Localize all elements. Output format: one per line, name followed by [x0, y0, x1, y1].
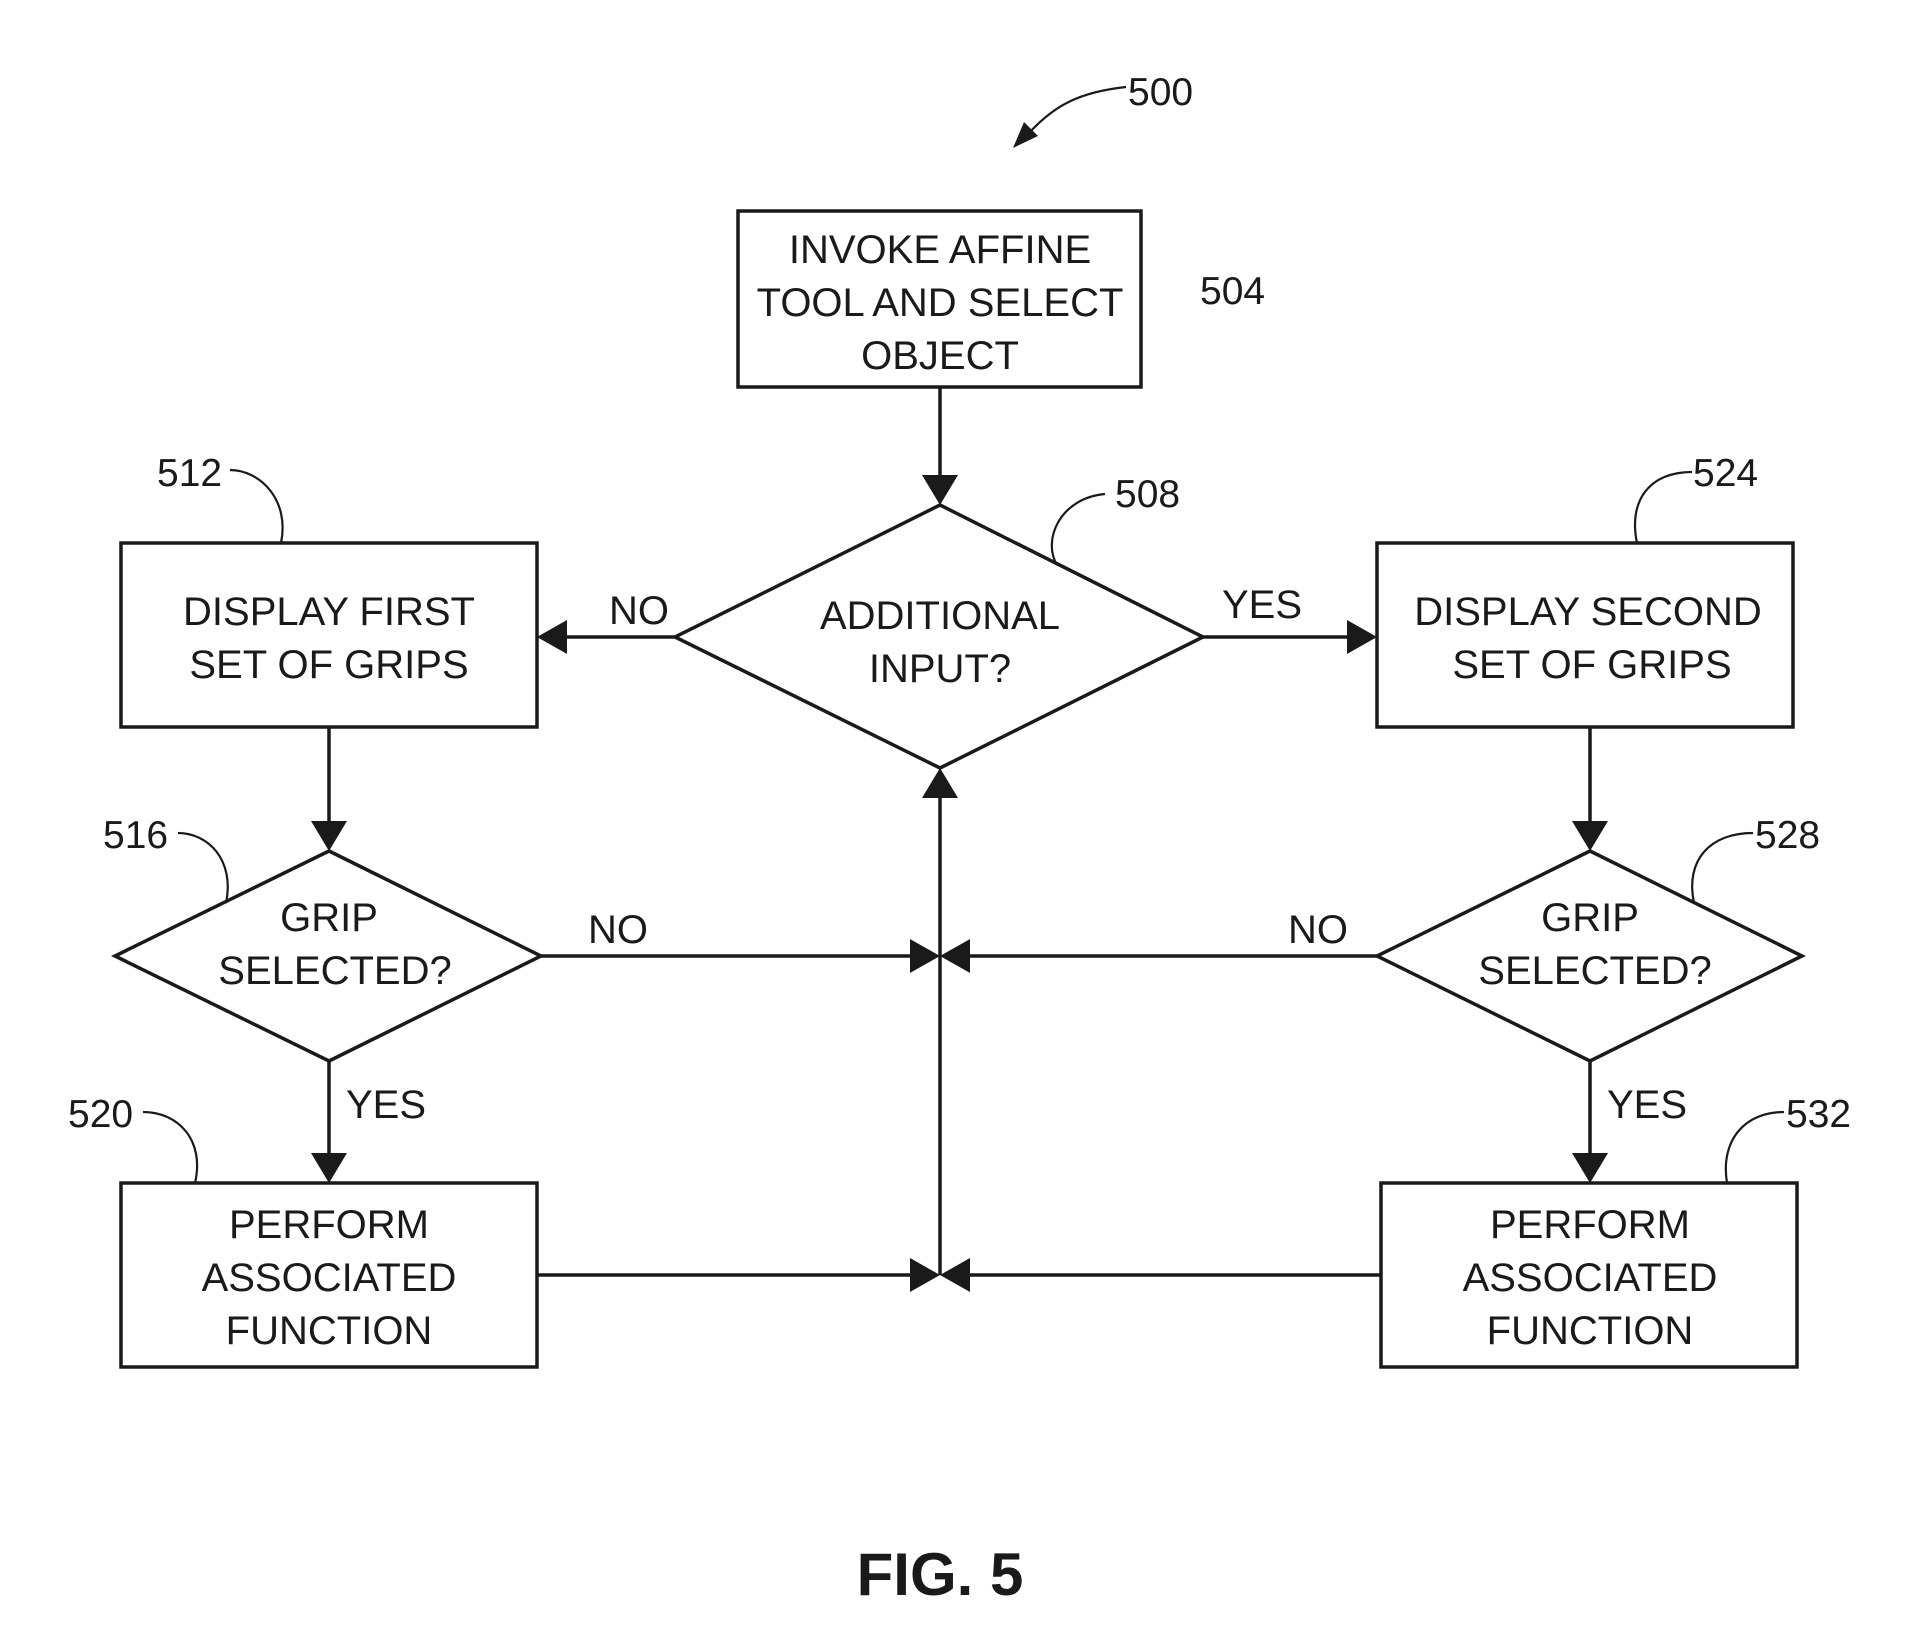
- grip-left-line-1: GRIP: [280, 896, 378, 940]
- arrowhead-into-right-decision: [1572, 821, 1608, 851]
- ref-508: 508: [1115, 473, 1180, 516]
- perform-left-line-1: PERFORM: [229, 1203, 429, 1247]
- ref-532: 532: [1786, 1093, 1851, 1136]
- label-input-yes: YES: [1222, 583, 1302, 627]
- display-second-line-1: DISPLAY SECOND: [1414, 590, 1762, 634]
- perform-right-line-1: PERFORM: [1490, 1203, 1690, 1247]
- display-second-line-2: SET OF GRIPS: [1452, 643, 1731, 687]
- ref-520: 520: [68, 1093, 133, 1136]
- ref-leader-516: [177, 831, 229, 904]
- arrowhead-left-perform-junction: [910, 1258, 940, 1292]
- ref-leader-528: [1691, 831, 1754, 904]
- perform-left-line-3: FUNCTION: [226, 1309, 433, 1353]
- label-right-yes: YES: [1607, 1083, 1687, 1127]
- arrowhead-left-no-junction: [910, 939, 940, 973]
- label-left-no: NO: [588, 908, 648, 952]
- arrowhead-right-no-junction: [940, 939, 970, 973]
- ref-leader-532: [1724, 1110, 1785, 1184]
- display-first-line-1: DISPLAY FIRST: [183, 590, 475, 634]
- ref-524: 524: [1693, 452, 1758, 495]
- figure-title: FIG. 5: [857, 1541, 1024, 1608]
- ref-leader-520: [142, 1110, 199, 1184]
- invoke-affine-tool-box: [736, 209, 1143, 389]
- perform-right-line-3: FUNCTION: [1487, 1309, 1694, 1353]
- ref-leader-508: [1050, 492, 1106, 566]
- display-first-line-2: SET OF GRIPS: [189, 643, 468, 687]
- grip-left-line-2: SELECTED?: [218, 949, 451, 993]
- perform-function-left-box: [119, 1181, 539, 1369]
- input-decision-line-1: ADDITIONAL: [820, 594, 1060, 638]
- label-left-yes: YES: [346, 1083, 426, 1127]
- arrowhead-loop-into-input: [922, 768, 958, 798]
- ref-leader-524: [1633, 470, 1693, 544]
- figure-ref-number: 500: [1128, 71, 1193, 114]
- start-line-3: OBJECT: [861, 334, 1019, 378]
- display-first-grips-box: [119, 541, 539, 729]
- arrowhead-right-perform-junction: [940, 1258, 970, 1292]
- label-input-no: NO: [609, 589, 669, 633]
- ref-528: 528: [1755, 814, 1820, 857]
- perform-left-line-2: ASSOCIATED: [202, 1256, 457, 1300]
- start-line-1: INVOKE AFFINE: [789, 228, 1091, 272]
- arrowhead-into-right-perform: [1572, 1153, 1608, 1183]
- arrowhead-into-left-perform: [311, 1153, 347, 1183]
- arrowhead-into-second: [1347, 620, 1377, 654]
- ref-leader-512: [229, 468, 284, 544]
- ref-516: 516: [103, 814, 168, 857]
- arrowhead-into-first: [537, 620, 567, 654]
- figure-ref-arrowhead: [1013, 122, 1038, 148]
- input-decision-line-2: INPUT?: [869, 647, 1011, 691]
- arrowhead-into-input: [922, 475, 958, 505]
- display-second-grips-box: [1375, 541, 1795, 729]
- ref-504: 504: [1200, 270, 1265, 313]
- perform-right-line-2: ASSOCIATED: [1463, 1256, 1718, 1300]
- arrowhead-into-left-decision: [311, 821, 347, 851]
- ref-512: 512: [157, 452, 222, 495]
- grip-right-line-2: SELECTED?: [1478, 949, 1711, 993]
- label-right-no: NO: [1288, 908, 1348, 952]
- figure-ref-arrow: [1029, 85, 1127, 133]
- grip-right-line-1: GRIP: [1541, 896, 1639, 940]
- start-line-2: TOOL AND SELECT: [757, 281, 1124, 325]
